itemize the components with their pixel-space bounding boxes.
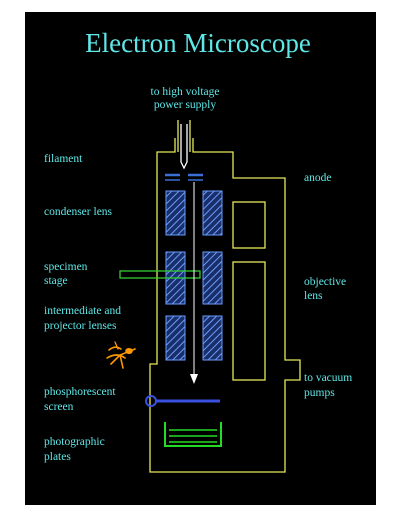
label-condenser-lens: condenser lens — [44, 206, 113, 218]
label-filament: filament — [44, 153, 83, 165]
condenser-lens — [165, 190, 223, 236]
labels: to high voltage power supply filament an… — [44, 86, 352, 463]
label-plates-line2: plates — [44, 451, 71, 463]
objective-housing — [232, 261, 266, 381]
photographic-plates — [164, 422, 222, 447]
specimen-stage — [119, 270, 201, 279]
high-voltage-feed — [177, 120, 191, 170]
phosphorescent-screen — [145, 395, 220, 407]
label-hv-line1: to high voltage — [151, 86, 220, 98]
electron-beam — [190, 182, 198, 384]
label-objective-line1: objective — [304, 276, 346, 288]
label-intermediate-line2: projector lenses — [44, 320, 117, 332]
label-intermediate-line1: intermediate and — [44, 305, 121, 317]
label-vacuum-line1: to vacuum — [304, 372, 352, 384]
projector-lens — [165, 315, 223, 361]
anode-housing — [232, 201, 266, 249]
label-objective-line2: lens — [304, 290, 323, 302]
label-hv-line2: power supply — [154, 99, 217, 111]
label-phosphor-line2: screen — [44, 401, 74, 413]
label-specimen-line2: stage — [44, 275, 68, 287]
label-plates-line1: photographic — [44, 436, 105, 448]
label-specimen-line1: specimen — [44, 261, 88, 273]
label-phosphor-line1: phosphorescent — [44, 386, 116, 398]
observer-figure-icon — [106, 341, 136, 369]
label-anode: anode — [304, 172, 331, 184]
diagram-panel: Electron Microscope — [25, 12, 376, 505]
electron-microscope-diagram: Electron Microscope — [44, 28, 352, 473]
column-outline — [149, 138, 301, 473]
page-title: Electron Microscope — [85, 28, 311, 58]
label-vacuum-line2: pumps — [304, 387, 335, 399]
